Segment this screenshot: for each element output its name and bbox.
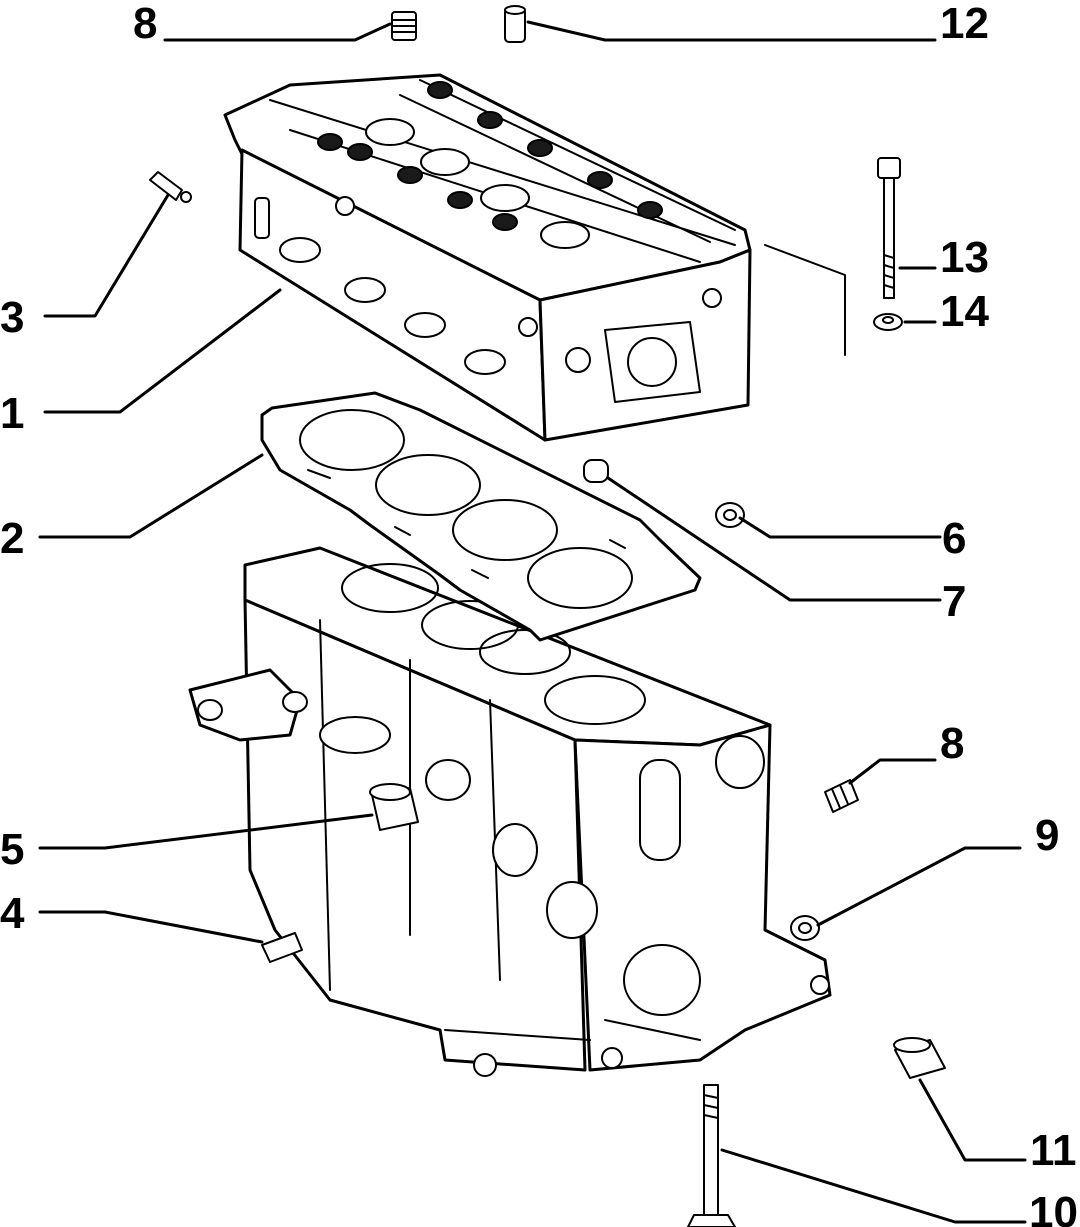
callout-10: 10 [1029, 1188, 1078, 1227]
leader-8-top [163, 22, 392, 42]
leader-6 [738, 516, 942, 539]
callout-8-right: 8 [940, 719, 964, 768]
cylinder-head[interactable] [223, 73, 752, 442]
callout-3: 3 [0, 293, 24, 342]
callout-9: 9 [1035, 811, 1059, 860]
callout-7: 7 [942, 577, 966, 626]
dowel-sleeve-top[interactable] [504, 5, 526, 43]
leader-7 [606, 476, 942, 602]
leader-1 [43, 288, 282, 414]
callout-14: 14 [940, 287, 989, 336]
leader-5 [38, 813, 374, 850]
callout-12: 12 [940, 0, 989, 48]
callout-8-top: 8 [133, 0, 157, 48]
bushing-11[interactable] [893, 1037, 946, 1079]
threaded-plug-right[interactable] [824, 779, 859, 813]
callout-2: 2 [0, 514, 24, 563]
callout-13: 13 [940, 233, 989, 282]
callout-6: 6 [942, 514, 966, 563]
leader-12 [526, 20, 937, 42]
head-gasket[interactable] [260, 391, 702, 642]
callout-4: 4 [0, 889, 25, 938]
leader-3 [43, 193, 170, 318]
leader-4 [38, 910, 264, 944]
leader-9 [816, 846, 1022, 927]
callout-11: 11 [1030, 1126, 1077, 1175]
threaded-plug-top[interactable] [391, 11, 417, 41]
dowel-7[interactable] [583, 459, 609, 483]
assembly-bracket-line [764, 244, 846, 356]
leader-11 [918, 1078, 1027, 1162]
bushing-5[interactable] [369, 783, 419, 831]
dowel-pin-4[interactable] [261, 932, 303, 963]
callout-1: 1 [0, 389, 24, 438]
seal-ring-9[interactable] [790, 915, 820, 941]
bolt-washer[interactable] [873, 313, 903, 331]
callout-5: 5 [0, 825, 24, 874]
leader-10 [720, 1148, 1027, 1224]
leader-8-right [848, 758, 937, 785]
leader-lines [38, 20, 1027, 1224]
stud-bolt[interactable] [687, 1084, 736, 1227]
coolant-sensor[interactable] [149, 171, 192, 203]
seal-ring-6[interactable] [715, 502, 745, 528]
camshaft-lobes [317, 81, 663, 231]
engine-block[interactable] [188, 546, 832, 1077]
head-bolt[interactable] [877, 157, 901, 299]
leader-2 [38, 453, 264, 539]
